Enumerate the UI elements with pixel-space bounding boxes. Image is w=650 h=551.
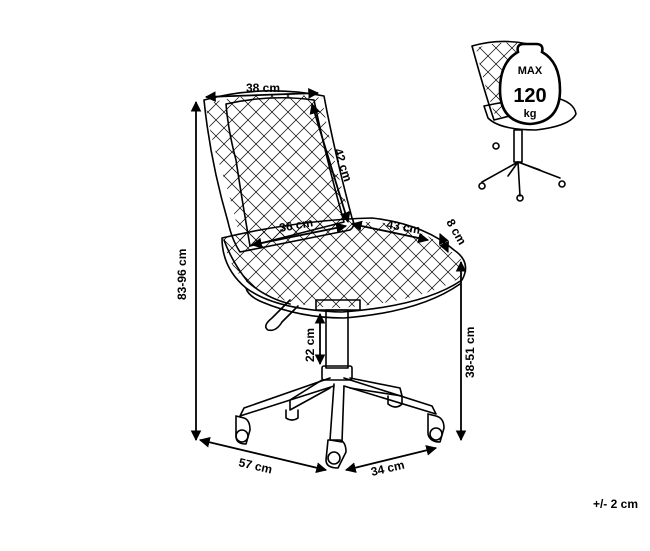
small-caster-2 xyxy=(558,180,566,188)
seat-side-curve xyxy=(223,239,291,305)
mechanism-plate xyxy=(315,299,361,311)
max-weight-label: MAX xyxy=(518,65,543,77)
cylinder-collar xyxy=(321,365,353,381)
main-chair xyxy=(203,90,467,469)
max-weight-unit: kg xyxy=(524,108,537,120)
seat-thickness-label: 8 cm xyxy=(443,217,469,248)
small-base xyxy=(481,161,561,197)
small-caster-1 xyxy=(478,182,486,190)
seat-height-label: 38-51 cm xyxy=(463,327,477,378)
base-width-label: 57 cm xyxy=(237,455,273,476)
casters xyxy=(235,395,445,469)
small-caster-3 xyxy=(516,194,524,202)
seat-width-line xyxy=(250,222,348,249)
dimension-lines xyxy=(190,87,467,474)
seat-thickness-line xyxy=(439,233,449,253)
gas-lever xyxy=(264,299,299,332)
base-depth-line xyxy=(344,445,438,473)
back-height-line xyxy=(309,102,351,224)
base-depth-label: 34 cm xyxy=(370,458,406,479)
star-base xyxy=(239,377,437,443)
seat-depth-label: 43 cm xyxy=(385,217,421,237)
back-width-line xyxy=(204,87,320,103)
seat-depth-line xyxy=(350,220,430,244)
gas-lift-label: 22 cm xyxy=(303,328,317,362)
max-weight-value: 120 xyxy=(513,85,546,107)
gas-cylinder xyxy=(325,309,349,369)
small-cylinder xyxy=(513,129,523,163)
base-width-line xyxy=(198,436,328,474)
seat-width-label: 36 cm xyxy=(278,215,314,235)
tolerance-note: +/- 2 cm xyxy=(593,497,638,511)
max-weight-badge: MAX 120 kg xyxy=(498,42,562,126)
total-height-label: 83-96 cm xyxy=(175,249,189,300)
small-chair-thumbnail: MAX 120 kg xyxy=(471,40,577,202)
back-width-label: 38 cm xyxy=(246,81,280,95)
small-lever xyxy=(492,142,500,150)
